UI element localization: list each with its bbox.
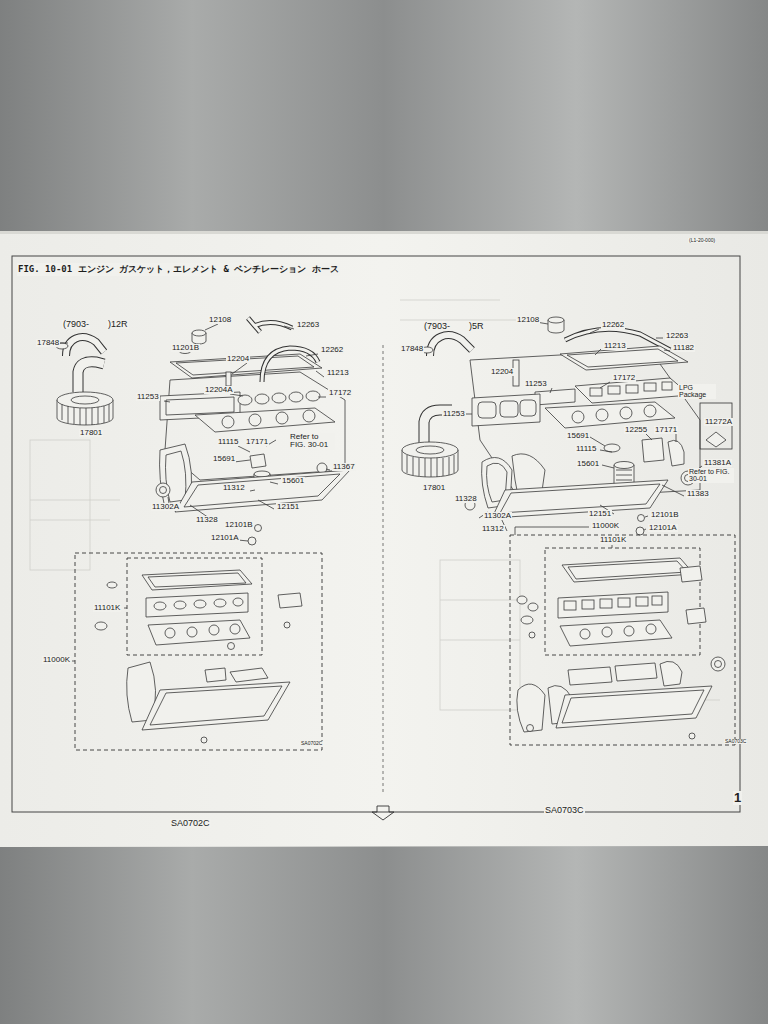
divider xyxy=(383,345,384,795)
engine-5r xyxy=(402,317,735,745)
part-number: 17801 xyxy=(79,429,103,437)
part-number: 15691 xyxy=(566,432,590,440)
figure-code: SA0703C xyxy=(544,806,585,815)
part-number: 11253 xyxy=(524,380,548,388)
model-code: )12R xyxy=(107,320,129,329)
page-ref: (L1-20-000) xyxy=(688,238,716,243)
bleed-through xyxy=(30,300,720,710)
engine-12r xyxy=(56,318,350,750)
note-text: Refer to FIG. 30-01 xyxy=(289,433,335,450)
part-number: 11272A xyxy=(704,418,733,426)
part-number: 12101A xyxy=(648,524,678,532)
part-number: 12108 xyxy=(516,316,540,324)
part-number: 11253 xyxy=(442,410,466,418)
part-number: 12151 xyxy=(588,510,612,518)
paper-edge xyxy=(0,231,768,234)
model-code: (7903- xyxy=(62,320,90,329)
part-number: 17801 xyxy=(422,484,446,492)
part-number: 11115 xyxy=(575,445,597,453)
part-number: 17848 xyxy=(36,339,60,347)
part-number: 17171 xyxy=(654,426,678,434)
part-number: 12262 xyxy=(601,321,625,329)
part-number: 12262 xyxy=(320,346,344,354)
note-text: Refer to FIG. 30-01 xyxy=(688,468,734,483)
part-number: 11312 xyxy=(481,525,505,533)
figure-title: FIG. 10-01 エンジン ガスケット，エレメント & ベンチレーション ホ… xyxy=(17,263,340,276)
model-code: (7903- xyxy=(423,322,451,331)
part-number: 12255 xyxy=(624,426,648,434)
part-number: 12101B xyxy=(224,521,254,529)
part-number: 12108 xyxy=(208,316,232,324)
page-number: 1 xyxy=(733,791,742,805)
part-number: 11328 xyxy=(454,495,478,503)
part-number: 11302A xyxy=(151,503,180,511)
part-number: 12204 xyxy=(226,355,250,363)
part-number: 11253 xyxy=(136,393,160,401)
part-number: 15601 xyxy=(281,477,305,485)
part-number: 11000K xyxy=(591,522,620,530)
part-number: 11367 xyxy=(332,463,356,471)
part-number: 17171 xyxy=(245,438,269,446)
part-number: 17172 xyxy=(328,389,352,397)
part-number: 12101A xyxy=(210,534,240,542)
note-text: LPG Package xyxy=(678,384,716,399)
part-number: 12151 xyxy=(276,503,300,511)
part-number: 12101B xyxy=(650,511,680,519)
model-code: )5R xyxy=(468,322,485,331)
part-number: 11000K xyxy=(42,656,71,664)
part-number: 11213 xyxy=(326,369,350,377)
part-number: 11383 xyxy=(686,490,710,498)
part-number: 11381A xyxy=(703,459,732,467)
part-number: 11213 xyxy=(603,342,627,350)
paper-sheet xyxy=(0,231,768,847)
part-number: 11101K xyxy=(599,536,627,544)
part-number: 17172 xyxy=(612,374,636,382)
part-number: 15691 xyxy=(212,455,236,463)
part-number: 11312 xyxy=(222,484,246,492)
part-number: 11182 xyxy=(672,344,695,352)
part-number: 11201B xyxy=(171,344,200,352)
part-number: 12263 xyxy=(665,332,689,340)
part-number: 12204A xyxy=(204,386,234,394)
figure-code: SA0702C xyxy=(170,819,211,828)
part-number: 11101K xyxy=(93,604,121,612)
part-number: 11328 xyxy=(195,516,219,524)
part-number: 11115 xyxy=(217,438,239,446)
part-number: 17848 xyxy=(400,345,424,353)
part-number: 12204 xyxy=(490,368,514,376)
part-number: 11302A xyxy=(483,512,512,520)
next-page-arrow xyxy=(372,806,394,820)
figure-code: SA0703C xyxy=(724,739,747,744)
part-number: 12263 xyxy=(296,321,320,329)
part-number: 15601 xyxy=(576,460,600,468)
page-frame xyxy=(12,256,740,812)
figure-code: SA0702C xyxy=(300,741,323,746)
